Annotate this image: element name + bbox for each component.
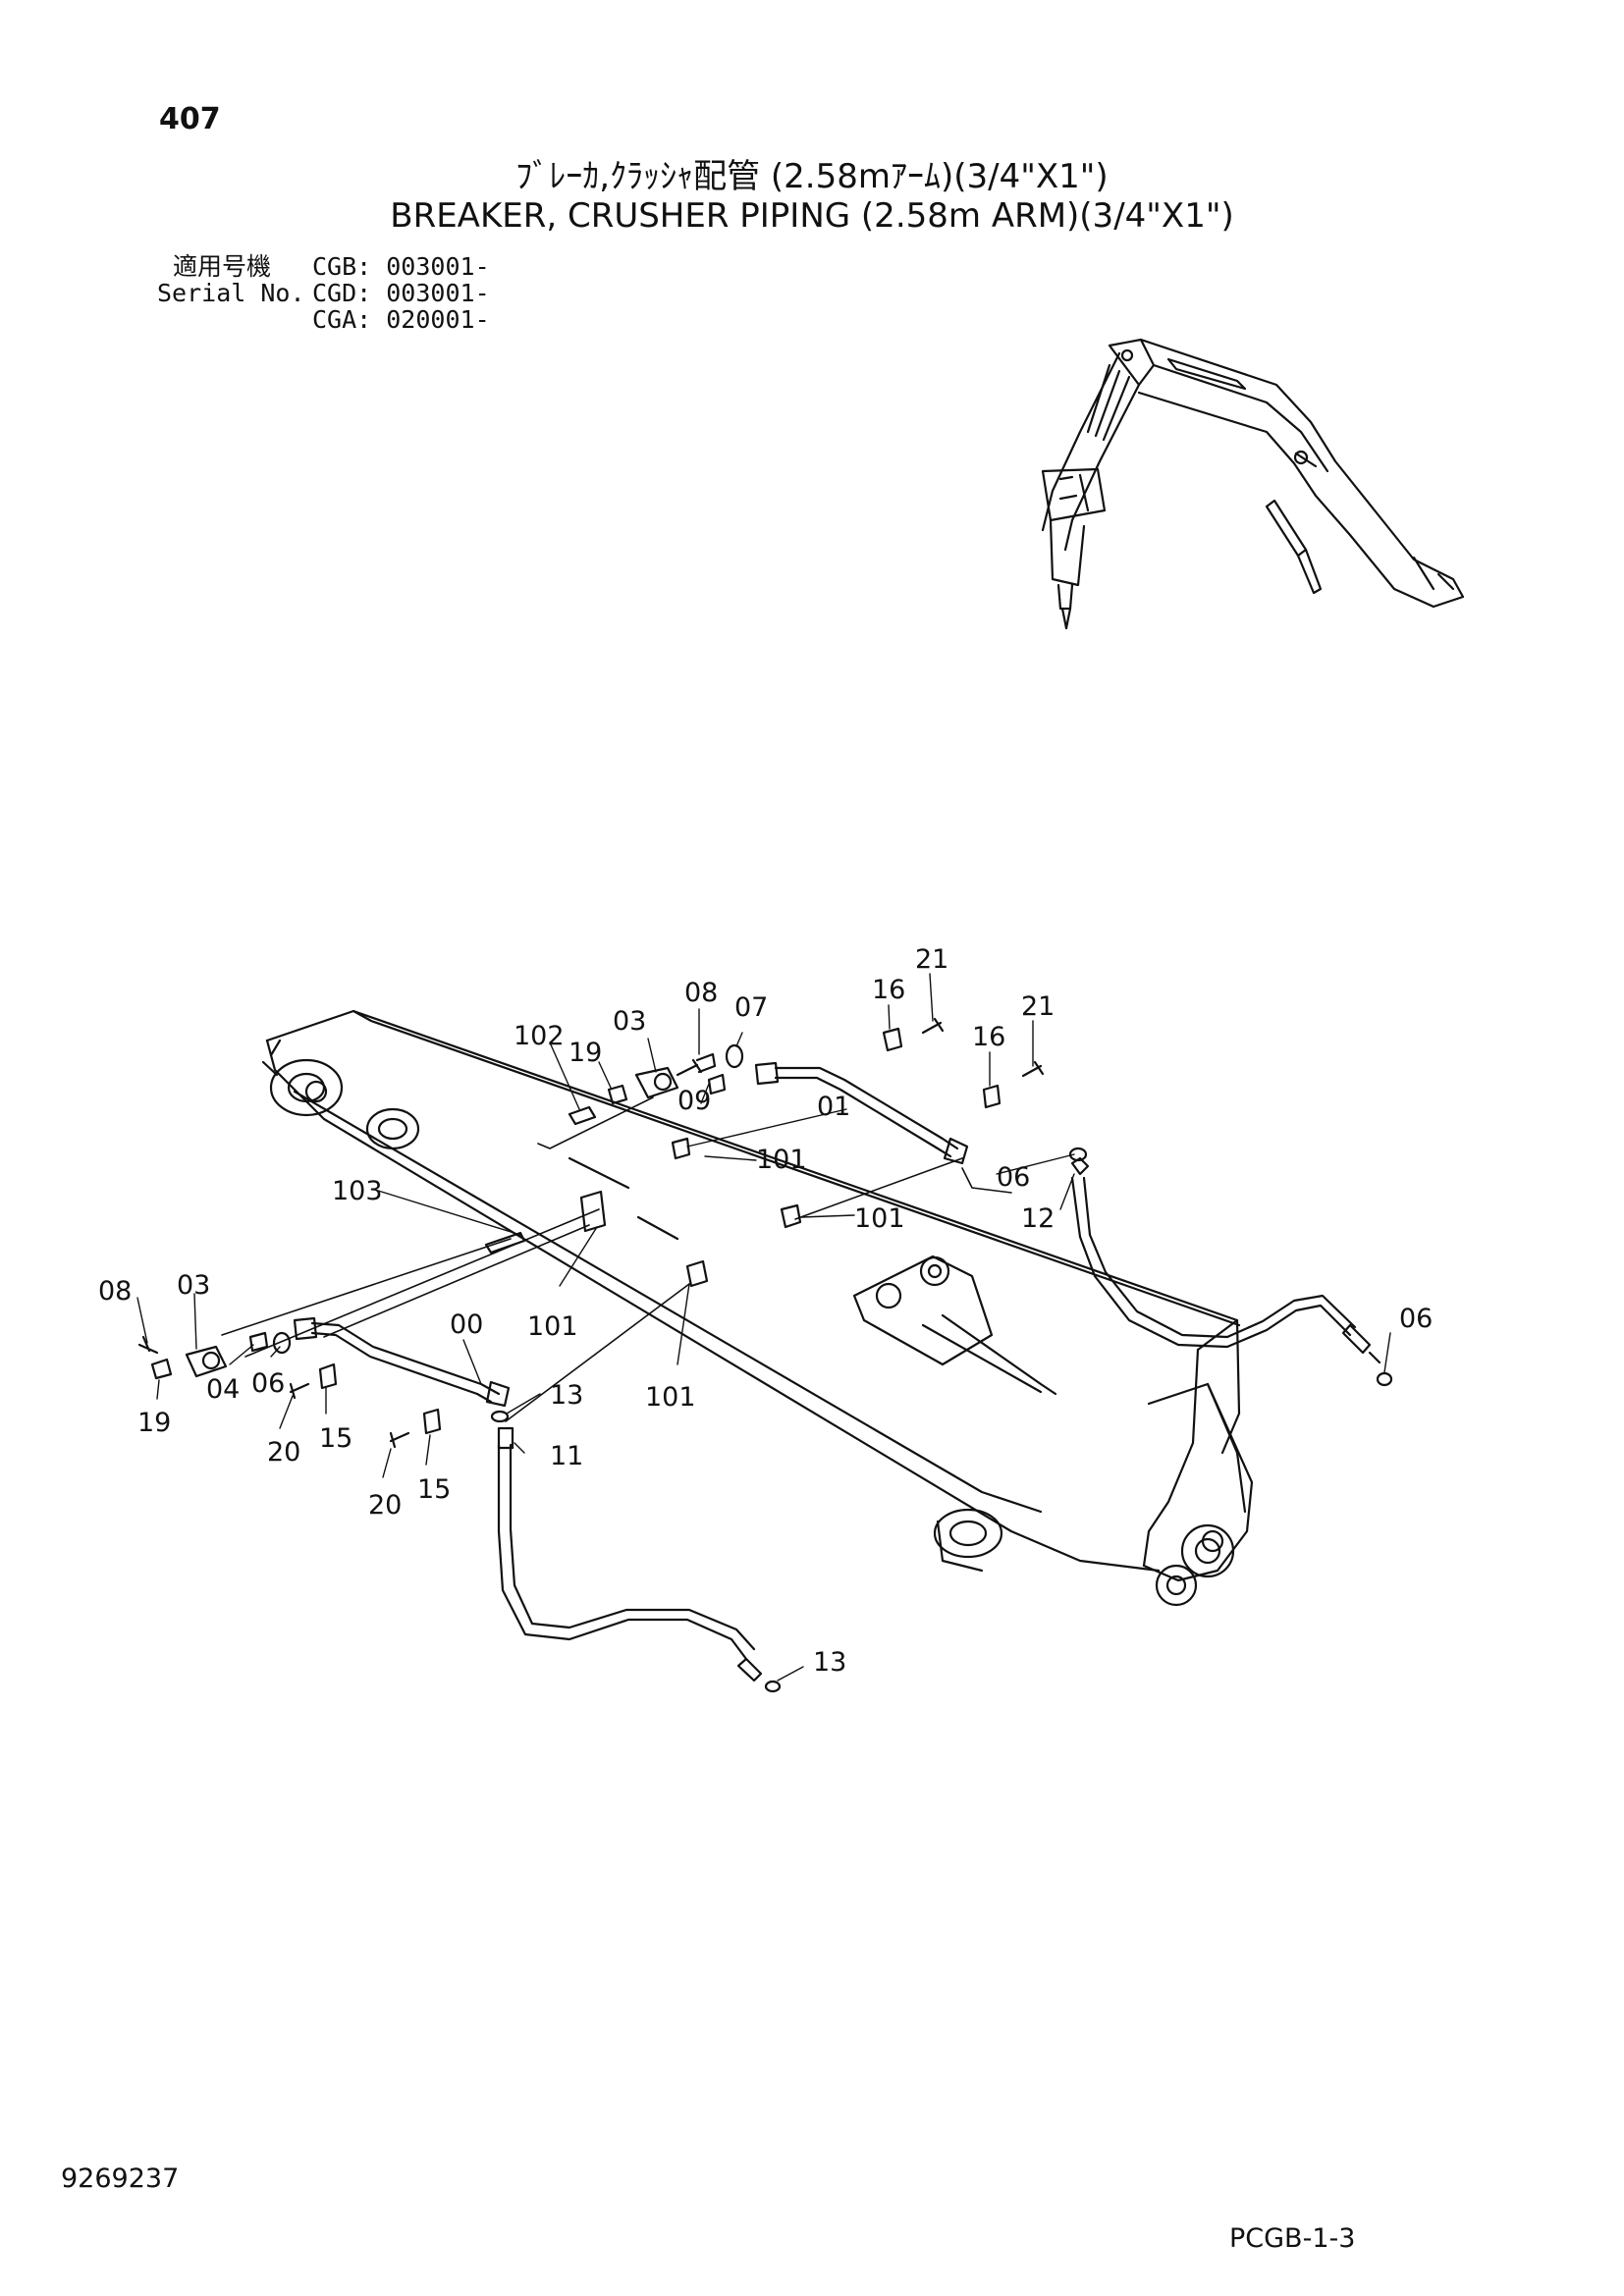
callout-19: 19: [568, 1038, 602, 1068]
excavator-inset-illustration: [1041, 338, 1465, 630]
connection-lines: [221, 1096, 1012, 1422]
callout-20: 20: [267, 1437, 300, 1468]
callout-01: 01: [817, 1092, 850, 1122]
leader-lines: [136, 973, 1391, 1682]
callout-21: 21: [1021, 991, 1055, 1022]
sheet-code: PCGB-1-3: [1229, 2223, 1356, 2254]
callout-19: 19: [137, 1408, 171, 1438]
callout-16: 16: [972, 1022, 1005, 1052]
callout-101: 101: [854, 1203, 905, 1234]
serial-label-japanese: 適用号機: [173, 252, 272, 281]
lower-pipe-assembly: [293, 1316, 763, 1682]
callout-09: 09: [677, 1086, 711, 1116]
callout-03: 03: [177, 1270, 210, 1301]
callout-102: 102: [514, 1021, 565, 1051]
callout-11: 11: [550, 1441, 583, 1471]
serial-entry-cga: CGA: 020001-: [312, 305, 490, 334]
serial-entry-cgb: CGB: 003001-: [312, 252, 490, 281]
callout-15: 15: [417, 1474, 451, 1505]
callout-00: 00: [450, 1309, 483, 1340]
callout-16: 16: [872, 975, 905, 1005]
callout-101: 101: [645, 1382, 696, 1413]
serial-label-english: Serial No.: [157, 279, 305, 307]
callout-13: 13: [550, 1380, 583, 1411]
page-number: 407: [159, 102, 221, 136]
callout-07: 07: [734, 992, 768, 1023]
document-number: 9269237: [61, 2163, 180, 2194]
callout-08: 08: [98, 1276, 132, 1307]
title-english: BREAKER, CRUSHER PIPING (2.58m ARM)(3/4"…: [390, 196, 1234, 236]
callout-13: 13: [813, 1647, 846, 1678]
callout-06: 06: [251, 1368, 285, 1399]
callout-21: 21: [915, 944, 948, 975]
callout-03: 03: [613, 1006, 646, 1037]
callout-labels: 102 19 03 08 07 09 16 21 16 21 01 101 06…: [98, 944, 1433, 1678]
callout-12: 12: [1021, 1203, 1055, 1234]
fittings-and-clamps: [137, 1017, 1393, 1693]
callout-15: 15: [319, 1423, 352, 1454]
serial-entry-cgd: CGD: 003001-: [312, 279, 490, 307]
callout-20: 20: [368, 1490, 402, 1521]
arm-structure: [261, 1009, 1254, 1607]
callout-08: 08: [684, 978, 718, 1008]
callout-06: 06: [997, 1162, 1030, 1193]
callout-04: 04: [206, 1374, 240, 1405]
callout-06: 06: [1399, 1304, 1433, 1334]
title-japanese: ﾌﾞﾚｰｶ,ｸﾗｯｼｬ配管 (2.58mｱｰﾑ)(3/4"X1"): [515, 157, 1109, 196]
callout-103: 103: [332, 1176, 383, 1206]
callout-101: 101: [756, 1145, 807, 1175]
callout-101: 101: [527, 1311, 578, 1342]
